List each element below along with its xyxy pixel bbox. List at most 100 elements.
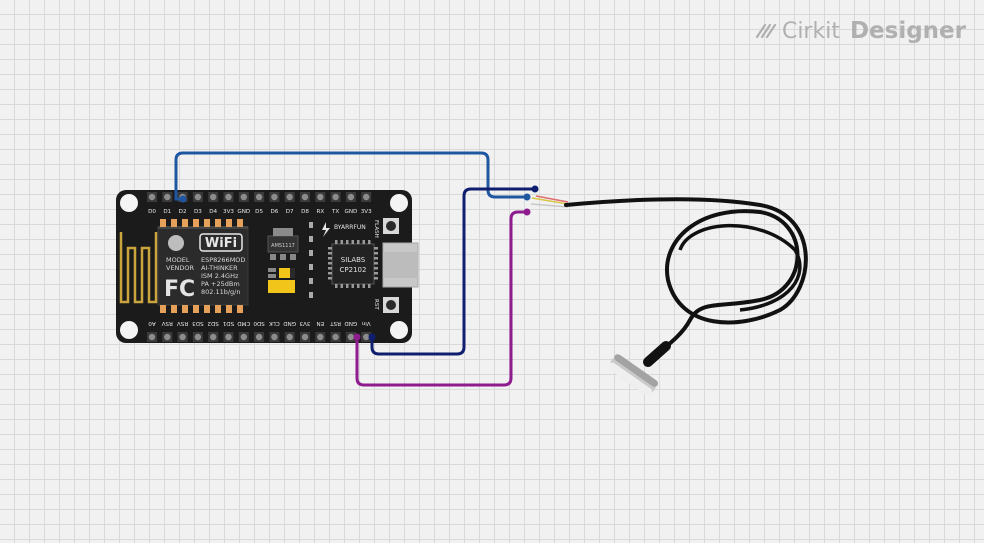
top-pin-label: D3 bbox=[194, 209, 202, 215]
top-pin-label: D4 bbox=[209, 209, 217, 215]
top-pin-label: D6 bbox=[270, 209, 278, 215]
svg-text:SILABS: SILABS bbox=[341, 256, 366, 264]
top-pin-label: D0 bbox=[148, 209, 156, 215]
bottom-pin-label: Vin bbox=[361, 320, 370, 326]
top-pin-label: 3V3 bbox=[361, 209, 372, 215]
module-text-5: 802.11b/g/n bbox=[201, 288, 241, 296]
top-pin-label: 3V3 bbox=[223, 209, 234, 215]
top-pin-label: TX bbox=[331, 209, 339, 215]
bottom-pin-label: CLK bbox=[269, 320, 280, 326]
brand-logo: Cirkit Designer bbox=[754, 18, 966, 44]
temperature-probe-icon[interactable] bbox=[530, 195, 808, 397]
top-pin-hole-12 bbox=[332, 193, 339, 201]
reset-button[interactable] bbox=[383, 297, 399, 313]
bottom-pin-hole-7 bbox=[255, 333, 263, 341]
bottom-pin-hole-4 bbox=[210, 333, 217, 341]
vcc-wire[interactable] bbox=[370, 187, 535, 356]
top-pin-label: D1 bbox=[163, 209, 171, 215]
top-pin-label: D8 bbox=[301, 209, 309, 215]
module-text-2: AI-THINKER bbox=[201, 264, 238, 272]
module-text-1: ESP8266MOD bbox=[201, 256, 245, 264]
top-pin-label: D2 bbox=[179, 209, 187, 215]
top-pin-label: D5 bbox=[255, 209, 263, 215]
antenna-trace bbox=[119, 232, 158, 304]
bottom-pin-label: SD2 bbox=[207, 320, 218, 326]
brand-name: Cirkit bbox=[781, 18, 840, 44]
sensor-node-data bbox=[523, 193, 531, 201]
bottom-pin-label: SD0 bbox=[253, 320, 265, 326]
fcc-logo: FC bbox=[164, 277, 195, 302]
flash-label: FLASH bbox=[373, 220, 379, 238]
bottom-pin-hole-2 bbox=[179, 333, 186, 341]
sensor-node-vcc bbox=[531, 185, 539, 193]
top-pin-hole-3 bbox=[194, 193, 202, 201]
bottom-pin-hole-12 bbox=[332, 333, 339, 341]
bottom-pin-label: 3V3 bbox=[299, 320, 310, 326]
top-pin-hole-0 bbox=[148, 193, 156, 201]
bottom-pin-hole-8 bbox=[271, 333, 278, 341]
maker-label: BYARRFUN bbox=[334, 224, 366, 231]
bottom-pin-label: CMD bbox=[237, 320, 250, 326]
wire-node-vin bbox=[368, 333, 376, 341]
flash-button[interactable] bbox=[383, 218, 399, 234]
top-pin-hole-10 bbox=[301, 193, 309, 201]
wire-node-gnd bbox=[353, 333, 361, 341]
usb-uart-chip: SILABS CP2102 bbox=[328, 240, 378, 288]
bottom-pin-label: RSV bbox=[161, 320, 172, 326]
data-wire[interactable] bbox=[174, 151, 527, 201]
bottom-pin-label: GND bbox=[344, 320, 357, 326]
gnd-wire[interactable] bbox=[355, 210, 527, 387]
bottom-pin-label: RSV bbox=[177, 320, 188, 326]
top-pin-hole-5 bbox=[225, 193, 232, 201]
bottom-pin-label: A0 bbox=[148, 320, 156, 326]
top-pin-hole-7 bbox=[255, 193, 263, 201]
top-pin-label: RX bbox=[316, 209, 324, 215]
top-pin-hole-1 bbox=[164, 193, 171, 201]
brand-product: Designer bbox=[849, 18, 966, 44]
wifi-logo bbox=[199, 233, 243, 252]
rst-label: RST bbox=[373, 299, 379, 310]
svg-text:CP2102: CP2102 bbox=[340, 266, 367, 274]
top-pin-hole-4 bbox=[210, 193, 217, 201]
module-vendor-label: VENDOR bbox=[166, 264, 195, 272]
bottom-pin-hole-13 bbox=[347, 333, 355, 341]
top-pin-header[interactable] bbox=[147, 192, 372, 202]
bottom-pin-hole-9 bbox=[286, 333, 293, 341]
bottom-pin-label: RST bbox=[330, 320, 341, 326]
bottom-pin-hole-1 bbox=[164, 333, 171, 341]
module-text-3: ISM 2.4GHz bbox=[201, 272, 239, 280]
smd-components bbox=[309, 222, 313, 298]
cirkit-logo-icon bbox=[755, 23, 777, 39]
maker-bolt-icon bbox=[322, 222, 330, 237]
bottom-pin-hole-14 bbox=[363, 333, 370, 341]
top-pin-label: GND bbox=[237, 209, 250, 215]
bottom-pin-hole-10 bbox=[301, 333, 309, 341]
bottom-pin-hole-11 bbox=[317, 333, 324, 341]
wifi-label: WiFi bbox=[205, 236, 237, 251]
bottom-pin-label: SD1 bbox=[222, 320, 234, 326]
bottom-pin-label: EN bbox=[316, 320, 324, 326]
svg-text:AMS1117: AMS1117 bbox=[271, 243, 295, 249]
top-pin-hole-8 bbox=[271, 193, 278, 201]
top-pin-hole-9 bbox=[286, 193, 293, 201]
module-model-label: MODEL bbox=[166, 256, 190, 264]
top-pin-hole-13 bbox=[347, 193, 355, 201]
espressif-logo-icon bbox=[168, 235, 184, 251]
bottom-pin-header[interactable] bbox=[147, 332, 372, 342]
top-pin-hole-11 bbox=[317, 193, 324, 201]
wire-node-d2 bbox=[179, 195, 187, 203]
top-pin-hole-6 bbox=[240, 193, 247, 201]
bottom-pin-hole-3 bbox=[194, 333, 202, 341]
top-pin-label: GND bbox=[344, 209, 357, 215]
sensor-node-gnd bbox=[523, 208, 531, 216]
voltage-regulator: AMS1117 bbox=[267, 228, 299, 260]
bottom-pin-label: SD3 bbox=[192, 320, 204, 326]
module-text-4: PA +25dBm bbox=[201, 280, 240, 288]
bottom-pin-hole-0 bbox=[148, 333, 156, 341]
top-pin-hole-14 bbox=[363, 193, 370, 201]
bottom-pin-hole-6 bbox=[240, 333, 247, 341]
